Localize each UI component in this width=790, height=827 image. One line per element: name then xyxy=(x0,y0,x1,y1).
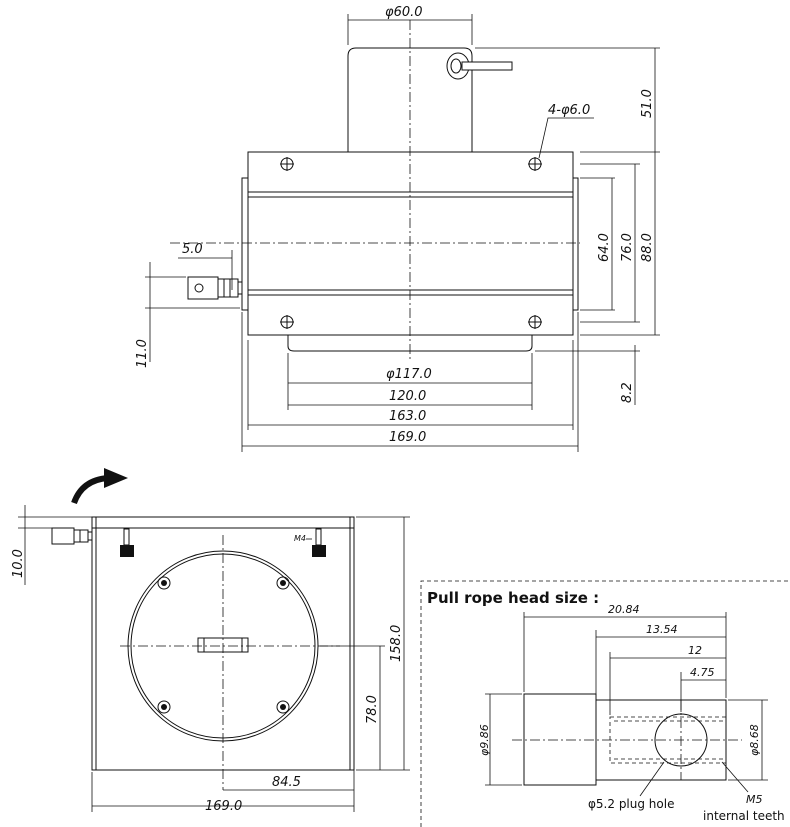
dim-phi117: φ117.0 xyxy=(386,367,432,382)
dim-phi8-68: φ8.68 xyxy=(748,724,761,756)
screw-icon xyxy=(157,576,290,714)
top-view: φ60.0 51.0 4-φ6.0 5.0 11.0 64.0 76.0 88.… xyxy=(135,5,660,452)
dim-76: 76.0 xyxy=(620,233,635,262)
dim-158: 158.0 xyxy=(389,625,404,662)
dim-78: 78.0 xyxy=(365,695,380,724)
rope-head-detail: Pull rope head size : 20.84 13.54 12 4.7… xyxy=(420,580,790,827)
dim-51: 51.0 xyxy=(640,89,655,118)
dim-11: 11.0 xyxy=(135,339,150,368)
bolt-icon xyxy=(120,528,326,557)
dim-120: 120.0 xyxy=(389,389,426,404)
dim-holes: 4-φ6.0 xyxy=(548,103,590,118)
head-shank xyxy=(595,699,727,781)
dim-88: 88.0 xyxy=(640,233,655,262)
dim-12: 12 xyxy=(688,644,702,657)
dim-10: 10.0 xyxy=(11,549,26,578)
dim-169-top: 169.0 xyxy=(389,430,426,445)
dim-phi9-86: φ9.86 xyxy=(478,724,491,756)
label-plug-hole: φ5.2 plug hole xyxy=(588,797,674,811)
mounting-hole-icon xyxy=(280,157,542,329)
dim-4-75: 4.75 xyxy=(690,666,715,679)
rotation-arrow-icon xyxy=(71,468,128,505)
cable-gland-icon xyxy=(446,52,513,80)
dim-5: 5.0 xyxy=(182,242,203,257)
dim-84-5: 84.5 xyxy=(272,775,301,790)
dim-163: 163.0 xyxy=(389,409,426,424)
head-cylinder xyxy=(523,693,597,786)
dim-20-84: 20.84 xyxy=(608,603,640,616)
dim-8-2: 8.2 xyxy=(620,382,635,403)
label-m5: M5 xyxy=(746,793,763,806)
rope-head-icon xyxy=(187,276,243,300)
rope-head-side-icon xyxy=(51,527,93,545)
front-view: M4 10.0 158.0 78.0 84. xyxy=(11,468,410,814)
dim-13-54: 13.54 xyxy=(646,623,678,636)
dim-phi60: φ60.0 xyxy=(385,5,423,20)
label-m4: M4 xyxy=(294,534,306,543)
dim-64: 64.0 xyxy=(597,233,612,262)
housing xyxy=(247,151,574,336)
label-internal-teeth: internal teeth xyxy=(703,809,785,823)
detail-title: Pull rope head size : xyxy=(427,589,599,607)
dim-169-front: 169.0 xyxy=(205,799,242,814)
